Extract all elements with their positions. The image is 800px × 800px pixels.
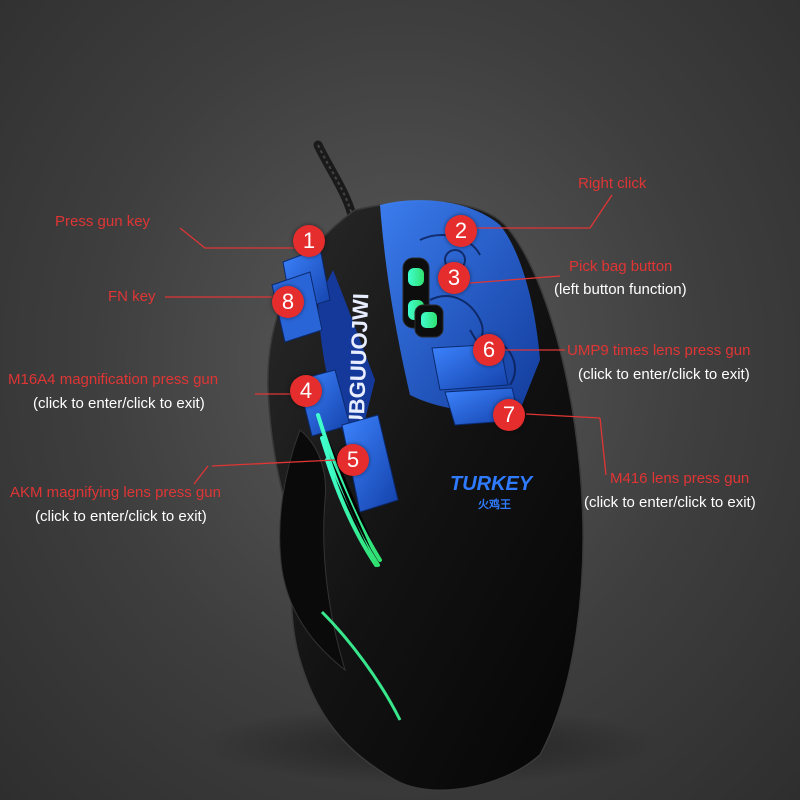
label-m16a4: M16A4 magnification press gun [8, 371, 219, 388]
akm-button [341, 414, 399, 513]
callout-badge-3: 3 [438, 262, 470, 294]
note-akm: (click to enter/click to exit) [35, 508, 207, 525]
callout-badge-7: 7 [493, 399, 525, 431]
logo-text: TURKEY [450, 473, 534, 495]
label-right-click: Right click [578, 175, 647, 192]
callout-badge-8: 8 [272, 286, 304, 318]
side-led-strips [316, 413, 382, 567]
note-pick-bag-button: (left button function) [554, 281, 687, 298]
label-fn-key: FN key [108, 288, 156, 305]
label-pick-bag-button: Pick bag button [569, 258, 673, 275]
bottom-led [320, 610, 402, 721]
logo-subtext: 火鸡王 [478, 497, 511, 511]
left-grip [279, 429, 346, 672]
note-m416: (click to enter/click to exit) [584, 494, 756, 511]
callout-badge-6: 6 [473, 334, 505, 366]
note-ump9: (click to enter/click to exit) [578, 366, 750, 383]
callout-badge-1: 1 [293, 225, 325, 257]
label-press-gun-key: Press gun key [55, 213, 151, 230]
label-ump9: UMP9 times lens press gun [567, 342, 751, 359]
side-text-panel [318, 270, 375, 460]
note-m16a4: (click to enter/click to exit) [33, 395, 205, 412]
callout-lines [165, 194, 613, 485]
label-m416: M416 lens press gun [610, 470, 750, 487]
callout-badge-5: 5 [337, 444, 369, 476]
label-akm: AKM magnifying lens press gun [10, 484, 221, 501]
callout-badge-2: 2 [445, 215, 477, 247]
turkey-logo: TURKEY 火鸡王 [450, 473, 534, 511]
callout-badge-4: 4 [290, 375, 322, 407]
mouse-cable [313, 140, 357, 220]
